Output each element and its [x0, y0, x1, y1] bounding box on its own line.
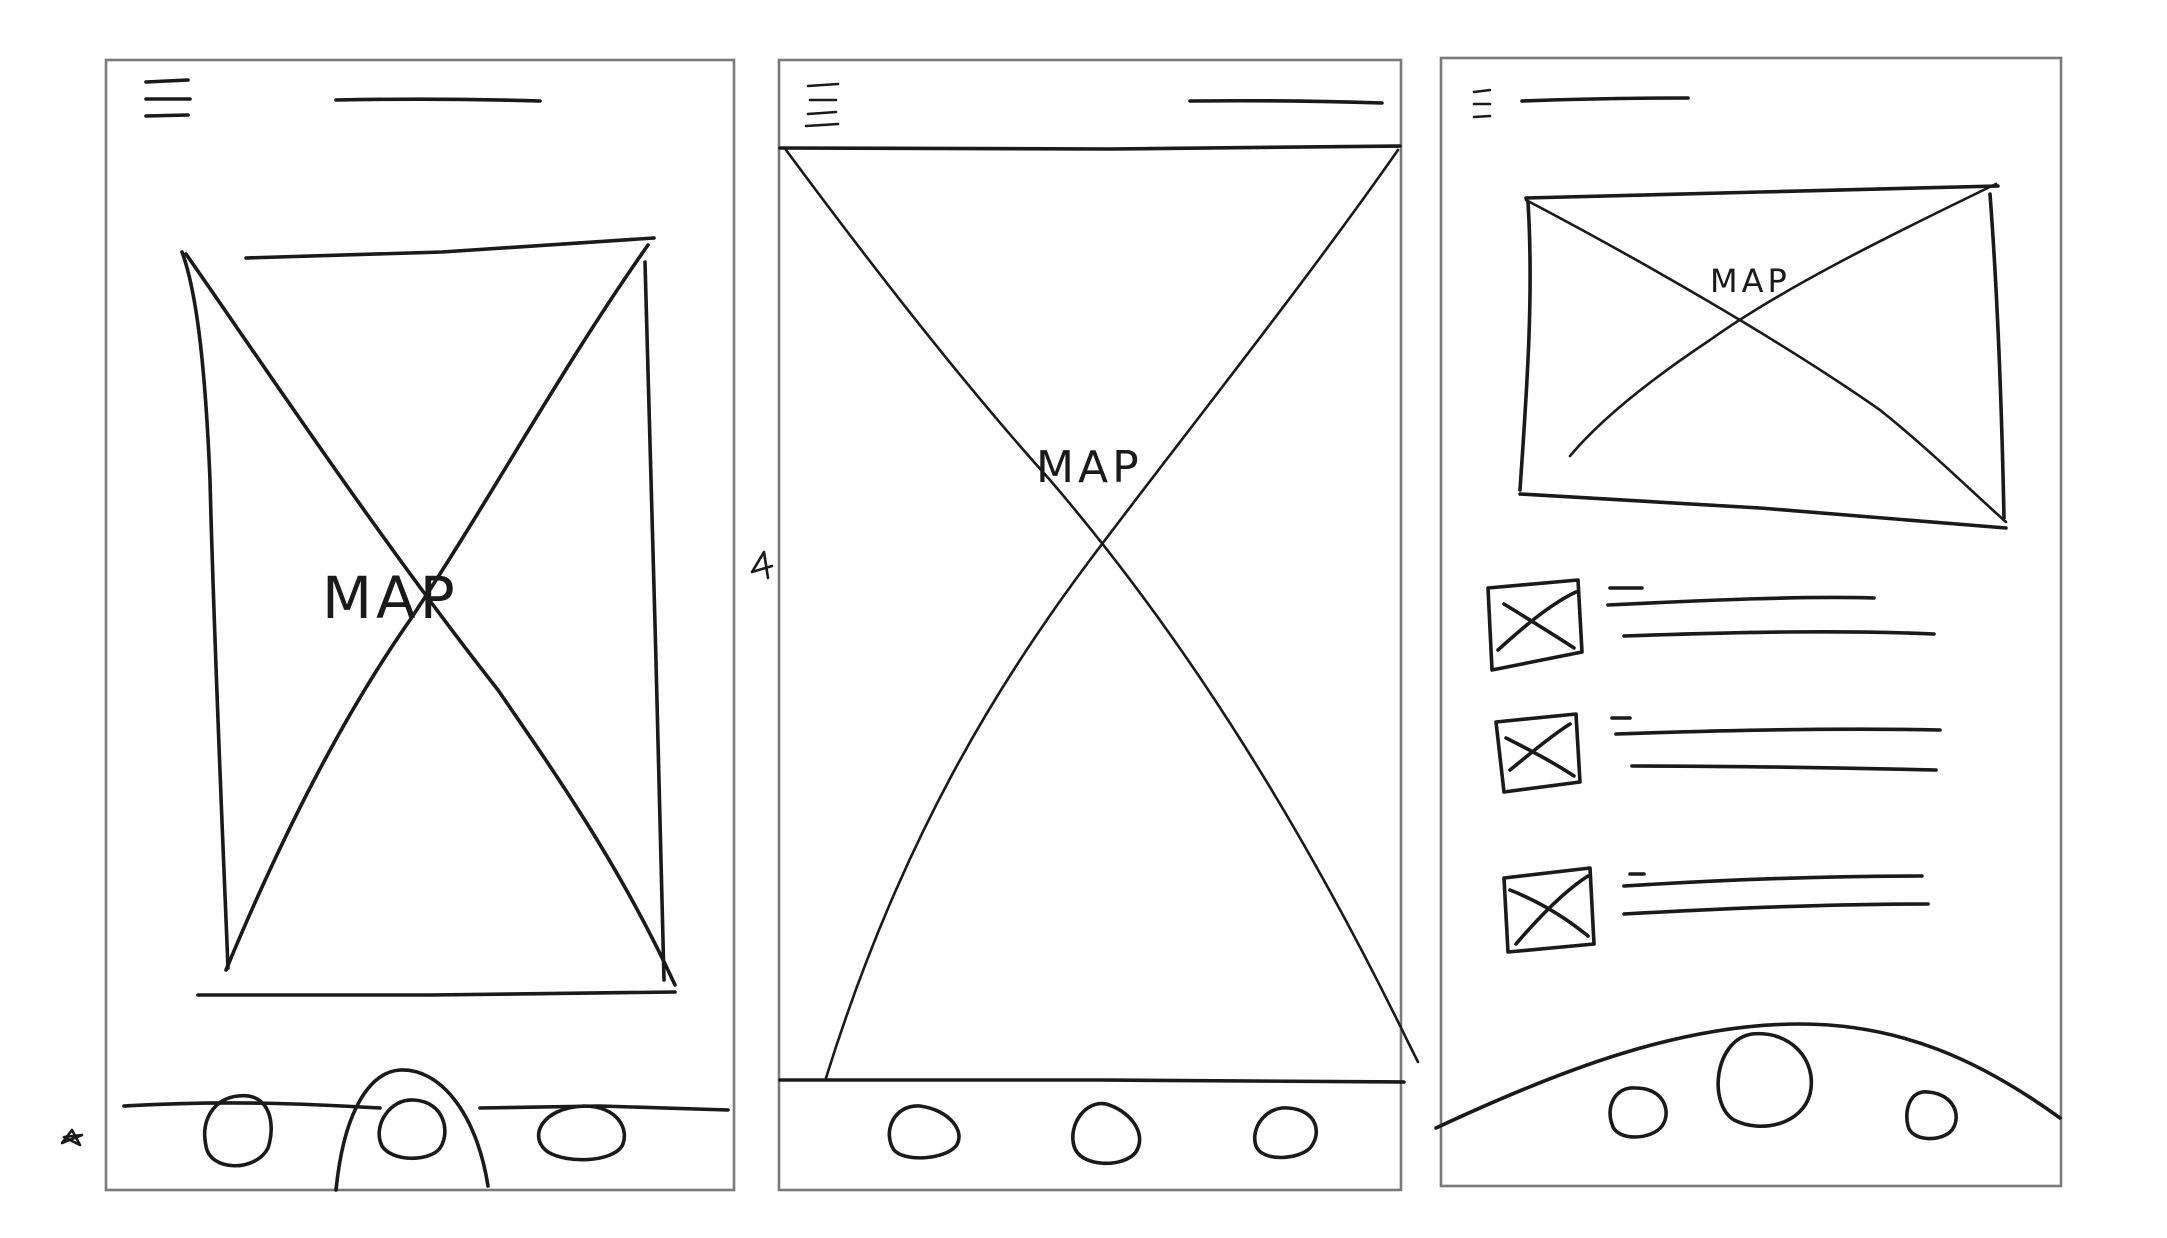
list-thumbnail — [1486, 578, 1584, 672]
list-item-line — [1630, 764, 1938, 772]
map-label: MAP — [322, 564, 459, 632]
title-line — [334, 97, 542, 103]
menu-icon[interactable] — [144, 78, 192, 118]
list-item-line — [1622, 874, 1924, 888]
phone-screen-3: MAP — [1434, 56, 2063, 1188]
list-item[interactable] — [1494, 712, 1942, 794]
nav-arc — [1434, 1022, 2062, 1130]
menu-icon[interactable] — [804, 82, 840, 128]
stray-mark-left — [60, 1128, 84, 1147]
phone-screen-2: MAP — [777, 58, 1420, 1192]
menu-icon[interactable] — [1472, 88, 1492, 119]
phone-frame-2 — [777, 58, 1403, 1192]
bottom-nav — [122, 1101, 730, 1112]
list-item-line — [1614, 727, 1942, 736]
map-label: MAP — [1036, 442, 1143, 493]
list-item-line — [1622, 902, 1930, 916]
list-item[interactable] — [1486, 578, 1936, 672]
nav-button-left[interactable] — [887, 1104, 961, 1160]
map-placeholder[interactable] — [784, 148, 1420, 1080]
nav-button-center[interactable] — [1071, 1101, 1142, 1166]
nav-button-right[interactable] — [536, 1104, 627, 1162]
phone-frame-3 — [1439, 56, 2063, 1188]
nav-button-center[interactable] — [1716, 1031, 1814, 1128]
phone-screen-1: MAP — [104, 58, 736, 1192]
nav-button-right[interactable] — [1252, 1106, 1319, 1160]
list-thumbnail — [1494, 712, 1582, 794]
phone-frame-1 — [104, 58, 736, 1192]
list-thumbnail — [1502, 866, 1596, 954]
map-placeholder[interactable] — [1518, 182, 2008, 530]
nav-button-left[interactable] — [202, 1094, 273, 1168]
list — [1486, 578, 1942, 954]
nav-button-center[interactable] — [334, 1068, 490, 1192]
nav-button-right[interactable] — [1905, 1090, 1958, 1141]
title-line — [1520, 96, 1690, 103]
list-item-line — [1622, 630, 1936, 638]
nav-button-center-inner[interactable] — [377, 1098, 447, 1160]
header-divider — [778, 144, 1402, 151]
list-item-line — [1606, 595, 1876, 607]
stray-mark-middle — [750, 550, 774, 580]
map-label: MAP — [1710, 262, 1791, 300]
nav-button-left[interactable] — [1608, 1086, 1668, 1139]
title-line — [1188, 98, 1384, 105]
nav-divider — [778, 1078, 1406, 1084]
map-placeholder[interactable] — [180, 236, 677, 997]
list-item[interactable] — [1502, 866, 1930, 954]
